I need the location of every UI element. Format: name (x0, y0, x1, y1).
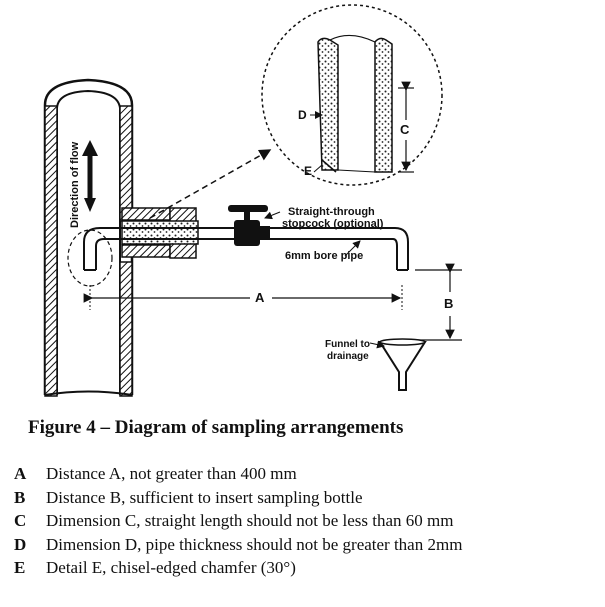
legend-item: C Dimension C, straight length should no… (14, 511, 462, 535)
legend-item: A Distance A, not greater than 400 mm (14, 464, 462, 488)
legend-item: D Dimension D, pipe thickness should not… (14, 535, 462, 559)
label-d: D (298, 108, 307, 122)
sampling-pipe (67, 227, 409, 287)
label-a: A (255, 290, 265, 305)
dimension-legend: A Distance A, not greater than 400 mm B … (14, 464, 462, 582)
detail-circle (261, 4, 443, 186)
legend-key: E (14, 558, 26, 577)
stopcock-label: Straight-through (288, 206, 375, 218)
legend-key: A (14, 464, 27, 483)
legend-item: B Distance B, sufficient to insert sampl… (14, 488, 462, 512)
dimension-b (415, 263, 462, 341)
figure-caption: Figure 4 – Diagram of sampling arrangeme… (28, 417, 404, 438)
legend-key: B (14, 487, 26, 507)
legend-text: Dimension C, straight length should not … (46, 511, 454, 530)
flow-label: Direction of flow (69, 141, 81, 228)
legend-key: D (14, 534, 27, 554)
legend-text: Detail E, chisel-edged chamfer (30°) (46, 558, 296, 577)
legend-key: C (14, 511, 27, 530)
label-e: E (304, 164, 312, 178)
sampling-arrangement-diagram: Direction of flow Straight-through stopc… (43, 4, 462, 397)
dimension-a (83, 285, 403, 310)
funnel-label: Funnel to (325, 339, 370, 350)
funnel (378, 338, 427, 391)
label-c: C (400, 122, 410, 137)
main-pipe (43, 78, 134, 397)
funnel-label-2: drainage (327, 351, 369, 362)
label-b: B (444, 296, 453, 311)
stopcock-label-2: stopcock (optional) (282, 218, 384, 230)
legend-text: Dimension D, pipe thickness should not b… (46, 534, 463, 554)
flow-direction: Direction of flow (69, 140, 98, 228)
legend-text: Distance B, sufficient to insert samplin… (46, 487, 363, 507)
pipe-bore-label: 6mm bore pipe (285, 250, 363, 262)
legend-text: Distance A, not greater than 400 mm (46, 464, 297, 483)
stopcock (228, 205, 270, 246)
legend-item: E Detail E, chisel-edged chamfer (30°) (14, 558, 462, 582)
pipe-fitting (121, 207, 199, 259)
